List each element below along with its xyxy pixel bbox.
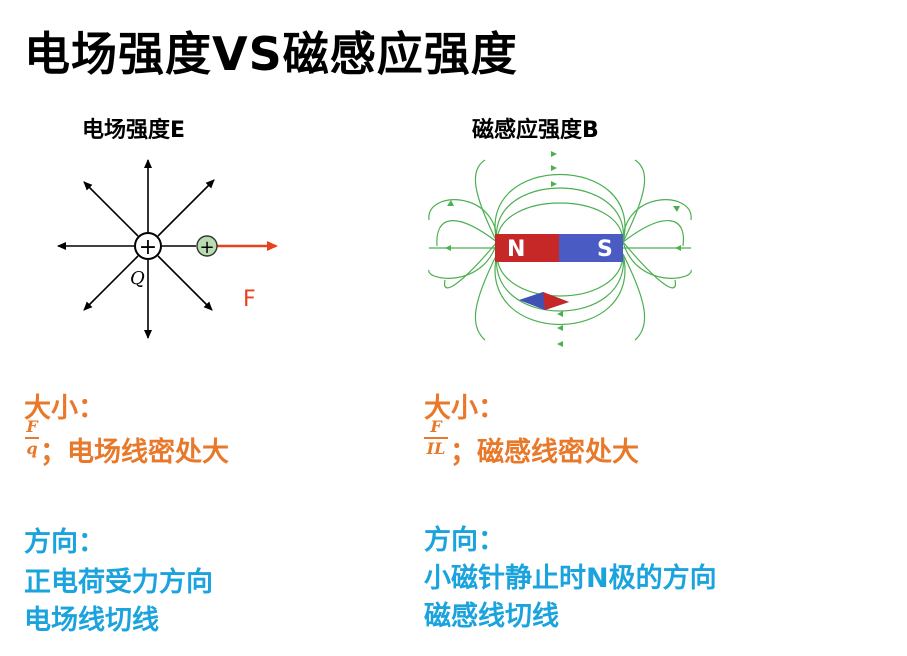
- electric-direction-heading: 方向：: [24, 527, 105, 558]
- source-charge: [134, 232, 162, 260]
- field-line: [622, 241, 677, 289]
- magnet-south-label: S: [597, 237, 613, 262]
- field-line: [428, 199, 498, 243]
- field-line: [157, 255, 213, 311]
- formula-numerator: F: [26, 417, 38, 436]
- field-line: [494, 174, 626, 243]
- magnetic-size-heading: 大小：: [424, 393, 505, 424]
- field-line: [83, 181, 139, 237]
- electric-field-diagram: + + Q F: [57, 159, 278, 339]
- magnet-north: [495, 234, 559, 262]
- field-line: [496, 202, 624, 243]
- electric-size-text: ；电场线密处大: [40, 437, 229, 468]
- magnetic-direction-heading: 方向：: [424, 525, 505, 556]
- field-line: [622, 199, 692, 243]
- field-line: [622, 253, 646, 341]
- charge-label: Q: [130, 268, 145, 289]
- magnet-north-label: N: [507, 237, 525, 262]
- field-line: [622, 220, 685, 247]
- field-line: [496, 187, 624, 243]
- field-line: [622, 159, 646, 243]
- field-line: [428, 241, 498, 279]
- formula-denominator: IL: [426, 439, 446, 458]
- field-line: [83, 255, 139, 311]
- field-line: [496, 253, 624, 312]
- electric-direction-line1: 正电荷受力方向: [24, 567, 213, 598]
- field-line: [157, 179, 215, 237]
- field-line: [436, 220, 498, 247]
- field-line: [622, 241, 692, 279]
- magnetic-size-text: ；磁感线密处大: [450, 437, 639, 468]
- page-title: 电场强度VS磁感应强度: [24, 27, 518, 81]
- field-line: [494, 253, 626, 326]
- magnet-south: [559, 234, 623, 262]
- field-line: [474, 159, 498, 243]
- force-label: F: [243, 287, 256, 312]
- magnetic-field-diagram: N S: [428, 151, 692, 347]
- test-charge-symbol: +: [199, 237, 214, 258]
- magnetic-formula: F IL: [424, 418, 448, 458]
- magnetic-direction-line1: 小磁针静止时N极的方向: [424, 563, 717, 594]
- formula-numerator: F: [430, 417, 442, 436]
- magnetic-subtitle: 磁感应强度B: [472, 118, 599, 143]
- magnetic-direction-line2: 磁感线切线: [424, 601, 559, 632]
- field-line: [496, 253, 624, 297]
- test-charge: [196, 235, 218, 257]
- electric-subtitle: 电场强度E: [82, 118, 186, 143]
- field-line: [474, 253, 498, 341]
- electric-size-heading: 大小：: [24, 393, 105, 424]
- formula-denominator: q: [26, 439, 38, 458]
- electric-direction-line2: 电场线切线: [24, 605, 159, 636]
- field-line: [443, 241, 498, 289]
- electric-formula: F q: [25, 418, 39, 458]
- source-charge-symbol: +: [139, 235, 157, 260]
